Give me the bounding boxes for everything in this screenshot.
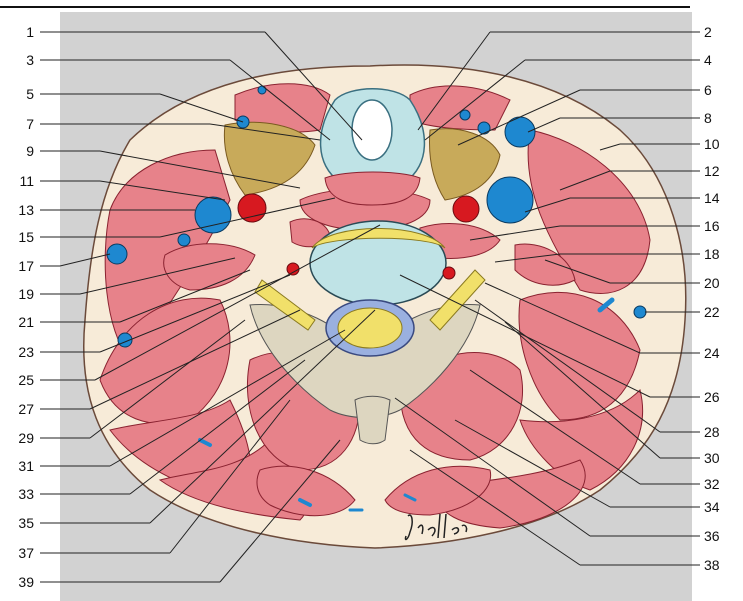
label-17: 17 bbox=[10, 258, 34, 274]
vein-small-2 bbox=[478, 122, 490, 134]
label-31: 31 bbox=[10, 458, 34, 474]
label-27: 27 bbox=[10, 401, 34, 417]
vein-small-6 bbox=[634, 306, 646, 318]
internal-jugular-right bbox=[487, 177, 533, 223]
label-35: 35 bbox=[10, 515, 34, 531]
common-carotid-right bbox=[453, 196, 479, 222]
label-21: 21 bbox=[10, 314, 34, 330]
common-carotid-left bbox=[238, 194, 266, 222]
label-36: 36 bbox=[704, 528, 738, 544]
label-14: 14 bbox=[704, 190, 738, 206]
label-16: 16 bbox=[704, 218, 738, 234]
label-30: 30 bbox=[704, 450, 738, 466]
label-9: 9 bbox=[10, 143, 34, 159]
vertebral-artery-right bbox=[443, 267, 455, 279]
spinous-process bbox=[355, 396, 390, 444]
label-23: 23 bbox=[10, 344, 34, 360]
label-28: 28 bbox=[704, 424, 738, 440]
label-5: 5 bbox=[10, 86, 34, 102]
label-3: 3 bbox=[10, 52, 34, 68]
vein-small-5 bbox=[178, 234, 190, 246]
label-37: 37 bbox=[10, 545, 34, 561]
artist-signature bbox=[400, 508, 500, 548]
label-25: 25 bbox=[10, 372, 34, 388]
label-8: 8 bbox=[704, 110, 738, 126]
label-4: 4 bbox=[704, 52, 738, 68]
label-15: 15 bbox=[10, 229, 34, 245]
airway bbox=[352, 100, 392, 160]
label-18: 18 bbox=[704, 246, 738, 262]
label-32: 32 bbox=[704, 476, 738, 492]
label-24: 24 bbox=[704, 345, 738, 361]
vertebral-artery-left bbox=[287, 263, 299, 275]
label-19: 19 bbox=[10, 286, 34, 302]
label-39: 39 bbox=[10, 574, 34, 590]
label-33: 33 bbox=[10, 486, 34, 502]
label-13: 13 bbox=[10, 202, 34, 218]
label-34: 34 bbox=[704, 499, 738, 515]
label-20: 20 bbox=[704, 275, 738, 291]
label-2: 2 bbox=[704, 24, 738, 40]
label-7: 7 bbox=[10, 116, 34, 132]
label-26: 26 bbox=[704, 389, 738, 405]
spinal-cord bbox=[338, 308, 402, 348]
label-6: 6 bbox=[704, 82, 738, 98]
label-11: 11 bbox=[10, 173, 34, 189]
label-38: 38 bbox=[704, 557, 738, 573]
label-12: 12 bbox=[704, 163, 738, 179]
label-10: 10 bbox=[704, 136, 738, 152]
vein-small-3 bbox=[460, 110, 470, 120]
label-1: 1 bbox=[10, 24, 34, 40]
label-22: 22 bbox=[704, 304, 738, 320]
label-29: 29 bbox=[10, 430, 34, 446]
